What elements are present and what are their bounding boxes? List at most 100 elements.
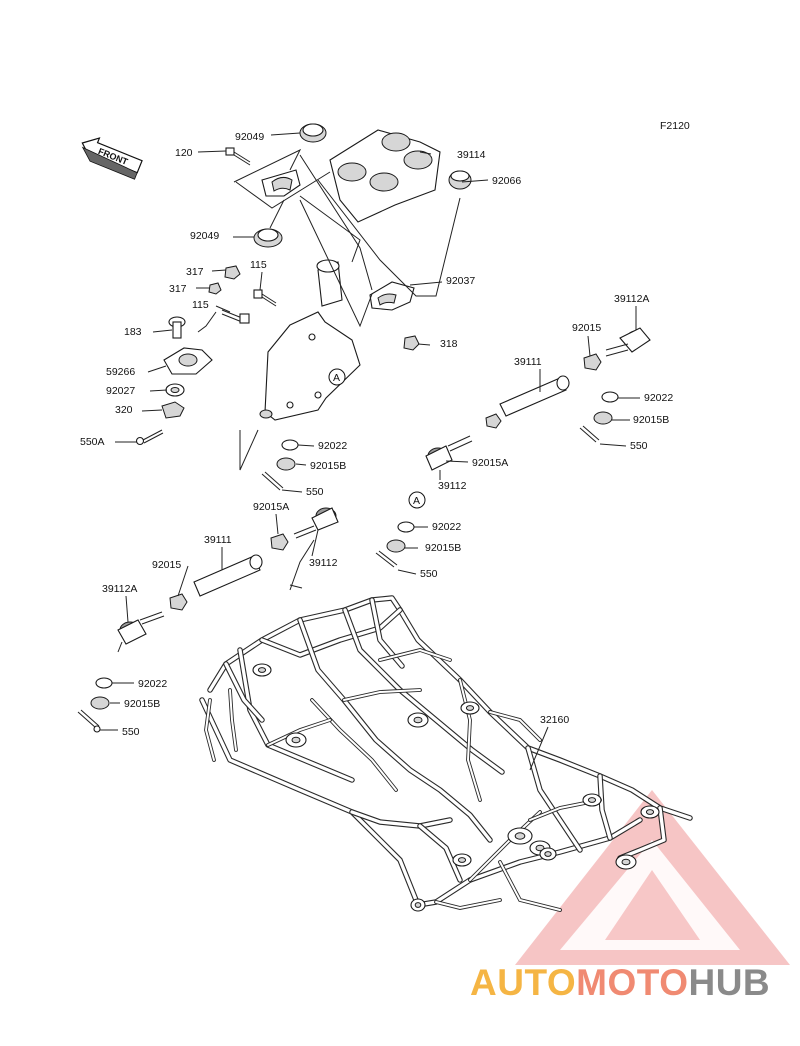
tie-rod-end-39112-right [425, 435, 473, 471]
frame-tube [266, 718, 332, 747]
leader-line [270, 132, 301, 136]
nut-317-b [208, 282, 222, 295]
part-label: 92037 [446, 275, 475, 287]
frame-tube [297, 617, 493, 843]
frame-tube [259, 607, 403, 658]
leader-line [275, 513, 279, 535]
part-label: 92015 [152, 559, 181, 571]
leader-line [259, 271, 263, 291]
shaft-sleeve [316, 259, 343, 307]
part-label: 92022 [318, 440, 347, 452]
watermark-triangle-core [605, 870, 700, 940]
bolt-183 [168, 316, 186, 339]
leader-line [397, 569, 417, 575]
clamp-cap-lower [253, 228, 283, 248]
nut-92015b-left [90, 696, 110, 710]
leader-line [149, 389, 168, 392]
cotter-pin-550-mid [375, 550, 398, 568]
part-label: 32160 [540, 714, 569, 726]
part-label: 92015 [572, 322, 601, 334]
handlebar-clamp [261, 169, 301, 197]
steering-shaft [259, 311, 361, 421]
automotohub-watermark [515, 790, 790, 965]
part-label: 92022 [138, 678, 167, 690]
bolt-115-upper [253, 289, 277, 307]
frame-tube [378, 648, 452, 662]
watermark-brand-part3: HUB [688, 962, 770, 1003]
leader-line [311, 529, 319, 557]
washer-92022-right [601, 391, 619, 403]
nut-92015a-right [485, 413, 502, 429]
figure-code: F2120 [660, 120, 690, 132]
part-label: 92015A [253, 501, 289, 513]
part-label: 92015B [633, 414, 669, 426]
frame-bracket [460, 701, 480, 715]
frame-bracket [539, 847, 557, 861]
leader-line [295, 463, 307, 466]
frame-tube [434, 898, 502, 910]
part-label: 39112A [102, 583, 137, 595]
cotter-pin-550-right [579, 425, 600, 443]
tie-rod-end-39112a-left [117, 611, 165, 653]
part-label: 92027 [106, 385, 135, 397]
leader-line [529, 726, 549, 771]
bolt-120 [225, 147, 251, 166]
part-label: 115 [192, 299, 209, 311]
frame-tube [342, 688, 422, 702]
part-label: 92066 [492, 175, 521, 187]
leader-line [419, 151, 432, 155]
frame-bracket [452, 853, 472, 867]
guide-line [239, 429, 259, 471]
leader-line [147, 365, 167, 373]
part-label: 92049 [235, 131, 264, 143]
callout-a-upper: A [328, 368, 346, 386]
leader-line [197, 150, 227, 153]
bolt-115-lower [221, 309, 250, 324]
part-label: 39111 [514, 356, 542, 368]
cotter-pin-550-left [77, 709, 101, 733]
part-label: 39112 [438, 480, 467, 492]
leader-line [297, 444, 315, 447]
nut-92015-left [169, 593, 188, 611]
guide-line [299, 199, 373, 328]
nut-92015b-center [276, 457, 296, 471]
guide-line [289, 584, 303, 589]
leader-line [125, 595, 129, 623]
frame-tube [228, 688, 238, 752]
frame-bracket [285, 732, 307, 748]
cotter-pin-550-center [261, 471, 284, 491]
front-arrow-icon: FRONT [81, 137, 143, 180]
guide-line [317, 179, 461, 297]
part-label: 317 [169, 283, 187, 295]
nut-318 [403, 335, 420, 351]
guide-lines [100, 132, 640, 771]
frame-tube [488, 710, 542, 742]
watermark-brand: AUTOMOTOHUB [470, 962, 770, 1003]
part-label: 92015B [310, 460, 346, 472]
part-label: 550 [420, 568, 438, 580]
leader-line [177, 565, 189, 597]
part-label: 39114 [457, 149, 486, 161]
bracket-92037 [369, 281, 415, 311]
frame-tube [310, 698, 398, 792]
frame-tube [204, 698, 216, 762]
frame-tube [525, 745, 583, 853]
part-label: 39111 [204, 534, 232, 546]
handlebar-holder [329, 129, 441, 223]
part-label: 92015A [472, 457, 508, 469]
cotter-pin-550a [135, 429, 164, 446]
frame-tube [498, 860, 562, 912]
washer-92022-left [95, 677, 113, 689]
watermark-brand-part1: AUTO [470, 962, 576, 1003]
callout-a-lower: A [408, 491, 426, 509]
leader-line [417, 343, 431, 346]
part-label: 92049 [190, 230, 219, 242]
guide-line [299, 154, 373, 291]
part-label: 59266 [106, 366, 135, 378]
guide-line [289, 539, 315, 591]
leader-line [461, 179, 489, 183]
frame-tube [597, 773, 613, 841]
leader-line [599, 443, 627, 447]
frame-tube [342, 607, 505, 775]
